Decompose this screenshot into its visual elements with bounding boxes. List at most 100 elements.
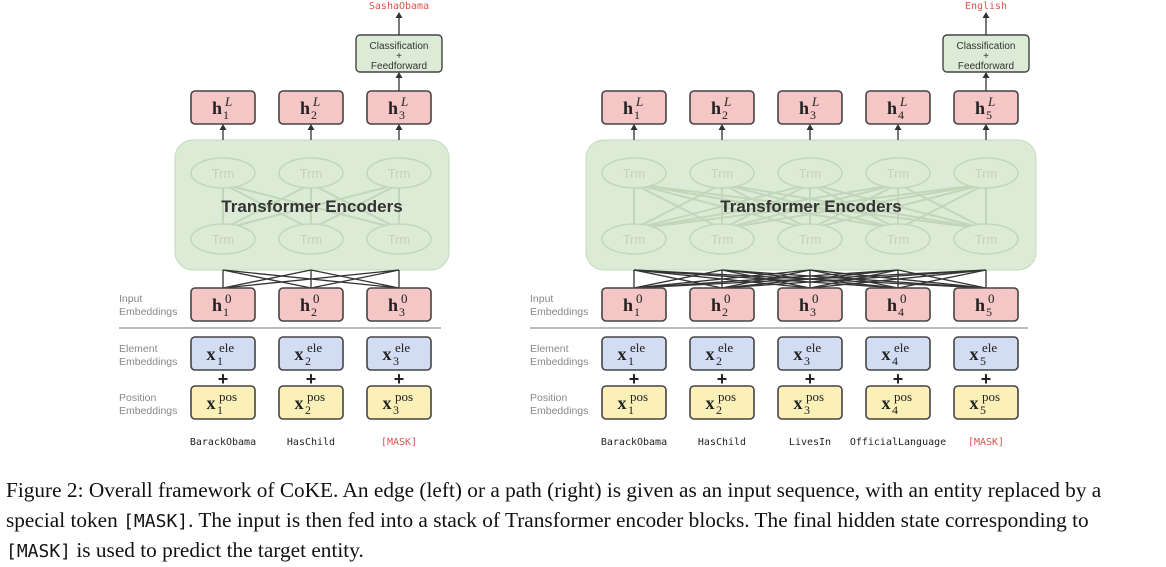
right-trm-node — [953, 223, 1019, 255]
right-input-link — [633, 269, 987, 289]
right-trm-label: Trm — [799, 232, 822, 247]
right-hL-box-5-superscript: L — [987, 94, 995, 109]
right-hL-box-2-superscript: L — [723, 94, 731, 109]
left-xele-box-2-subscript: 2 — [305, 354, 311, 368]
left-h0-box-3-superscript: 0 — [401, 291, 408, 306]
left-encoder-title: Transformer Encoders — [221, 197, 402, 216]
left-element-label: Element — [119, 343, 158, 355]
right-plus-2: + — [717, 369, 728, 389]
right-xele-box-3 — [777, 336, 843, 371]
right-token-2: HasChild — [698, 437, 746, 448]
right-arrow-to-classifier-head — [982, 72, 990, 78]
left-h0-box-2-subscript: 2 — [311, 305, 317, 319]
right-input-link — [633, 269, 811, 289]
left-xpos-box-2-subscript: 2 — [305, 403, 311, 417]
left-element-label-2: Embeddings — [119, 356, 177, 368]
right-trm-label: Trm — [711, 166, 734, 181]
left-h0-box-1 — [190, 287, 256, 322]
right-token-3: LivesIn — [789, 437, 831, 448]
right-xpos-box-5-subscript: 5 — [980, 403, 986, 417]
caption-text-2: . The input is then fed into a stack of … — [188, 507, 1089, 532]
left-hL-box-1-symbol: h — [212, 98, 222, 118]
right-hL-box-1-subscript: 1 — [634, 108, 640, 122]
left-xele-box-2 — [278, 336, 344, 371]
right-xele-box-3-symbol: x — [794, 344, 803, 364]
left-trm-node — [190, 223, 256, 255]
right-xpos-box-5 — [953, 385, 1019, 420]
right-trm-label: Trm — [975, 166, 998, 181]
right-xpos-box-4-superscript: pos — [894, 389, 912, 404]
right-hL-box-4-superscript: L — [899, 94, 907, 109]
left-trm-node — [190, 157, 256, 189]
right-plus-3: + — [805, 369, 816, 389]
right-arrow-to-output-head — [982, 12, 990, 18]
right-xele-box-1-symbol: x — [618, 344, 627, 364]
left-encoder-links — [222, 183, 400, 230]
left-xpos-box-1-symbol: x — [207, 393, 216, 413]
left-xele-box-2-superscript: ele — [307, 340, 322, 355]
right-xele-box-4-superscript: ele — [894, 340, 909, 355]
right-trm-node — [865, 157, 931, 189]
right-trm-label: Trm — [711, 232, 734, 247]
right-input-link — [721, 269, 987, 289]
right-hL-box-2-subscript: 2 — [722, 108, 728, 122]
right-position-label-2: Embeddings — [530, 405, 588, 417]
left-xpos-box-3-subscript: 3 — [393, 403, 399, 417]
right-trm-node — [601, 157, 667, 189]
left-classifier-line1: Classification — [370, 41, 429, 52]
right-xpos-box-3-subscript: 3 — [804, 403, 810, 417]
left-hL-box-3-symbol: h — [388, 98, 398, 118]
right-hL-box-5-symbol: h — [975, 98, 985, 118]
left-h0-box-2-superscript: 0 — [313, 291, 320, 306]
right-xele-box-1-subscript: 1 — [628, 354, 634, 368]
left-h0-box-3-subscript: 3 — [399, 305, 405, 319]
left-xele-box-1-subscript: 1 — [217, 354, 223, 368]
right-h0-box-1-subscript: 1 — [634, 305, 640, 319]
left-h0-box-1-symbol: h — [212, 295, 222, 315]
right-hL-box-1-superscript: L — [635, 94, 643, 109]
right-trm-label: Trm — [799, 166, 822, 181]
right-element-label: Element — [530, 343, 569, 355]
caption-mask-token-2: [MASK] — [6, 541, 72, 562]
right-h0-box-5 — [953, 287, 1019, 322]
right-hL-box-2-symbol: h — [711, 98, 721, 118]
right-xele-box-4 — [865, 336, 931, 371]
left-hL-box-2-symbol: h — [300, 98, 310, 118]
right-h0-box-4-superscript: 0 — [900, 291, 907, 306]
right-h0-box-3-superscript: 0 — [812, 291, 819, 306]
left-input-label-2: Embeddings — [119, 306, 177, 318]
right-input-link — [897, 269, 987, 289]
left-xpos-box-1-subscript: 1 — [217, 403, 223, 417]
right-xpos-box-4 — [865, 385, 931, 420]
left-input-link — [222, 269, 400, 289]
right-h0-box-1 — [601, 287, 667, 322]
right-h0-box-2 — [689, 287, 755, 322]
right-encoder-links — [633, 183, 987, 230]
caption-text-3: is used to predict the target entity. — [71, 538, 364, 562]
left-xele-box-1-superscript: ele — [219, 340, 234, 355]
right-arrow-3-head — [806, 124, 814, 130]
right-xele-box-4-subscript: 4 — [892, 354, 898, 368]
left-token-3: [MASK] — [381, 437, 417, 448]
left-classifier-line2: + — [396, 51, 402, 62]
left-h0-box-1-subscript: 1 — [223, 305, 229, 319]
right-arrow-4-head — [894, 124, 902, 130]
caption-text-1: Figure 2: Overall framework of CoKE. An … — [6, 478, 1102, 532]
right-hL-box-4-subscript: 4 — [898, 108, 904, 122]
right-xele-box-3-superscript: ele — [806, 340, 821, 355]
left-trm-label: Trm — [212, 232, 235, 247]
left-h0-box-3 — [366, 287, 432, 322]
left-trm-node — [278, 157, 344, 189]
figure-canvas: InputEmbeddingsElementEmbeddingsPosition… — [119, 1, 1037, 448]
right-trm-link — [721, 183, 987, 230]
right-xpos-box-3 — [777, 385, 843, 420]
right-trm-node — [777, 223, 843, 255]
left-trm-node — [366, 223, 432, 255]
right-trm-label: Trm — [887, 166, 910, 181]
right-trm-label: Trm — [887, 232, 910, 247]
right-trm-link — [633, 183, 723, 230]
right-h0-box-3-subscript: 3 — [810, 305, 816, 319]
right-xele-box-5-superscript: ele — [982, 340, 997, 355]
right-h0-box-5-superscript: 0 — [988, 291, 995, 306]
right-input-label: Input — [530, 293, 553, 305]
